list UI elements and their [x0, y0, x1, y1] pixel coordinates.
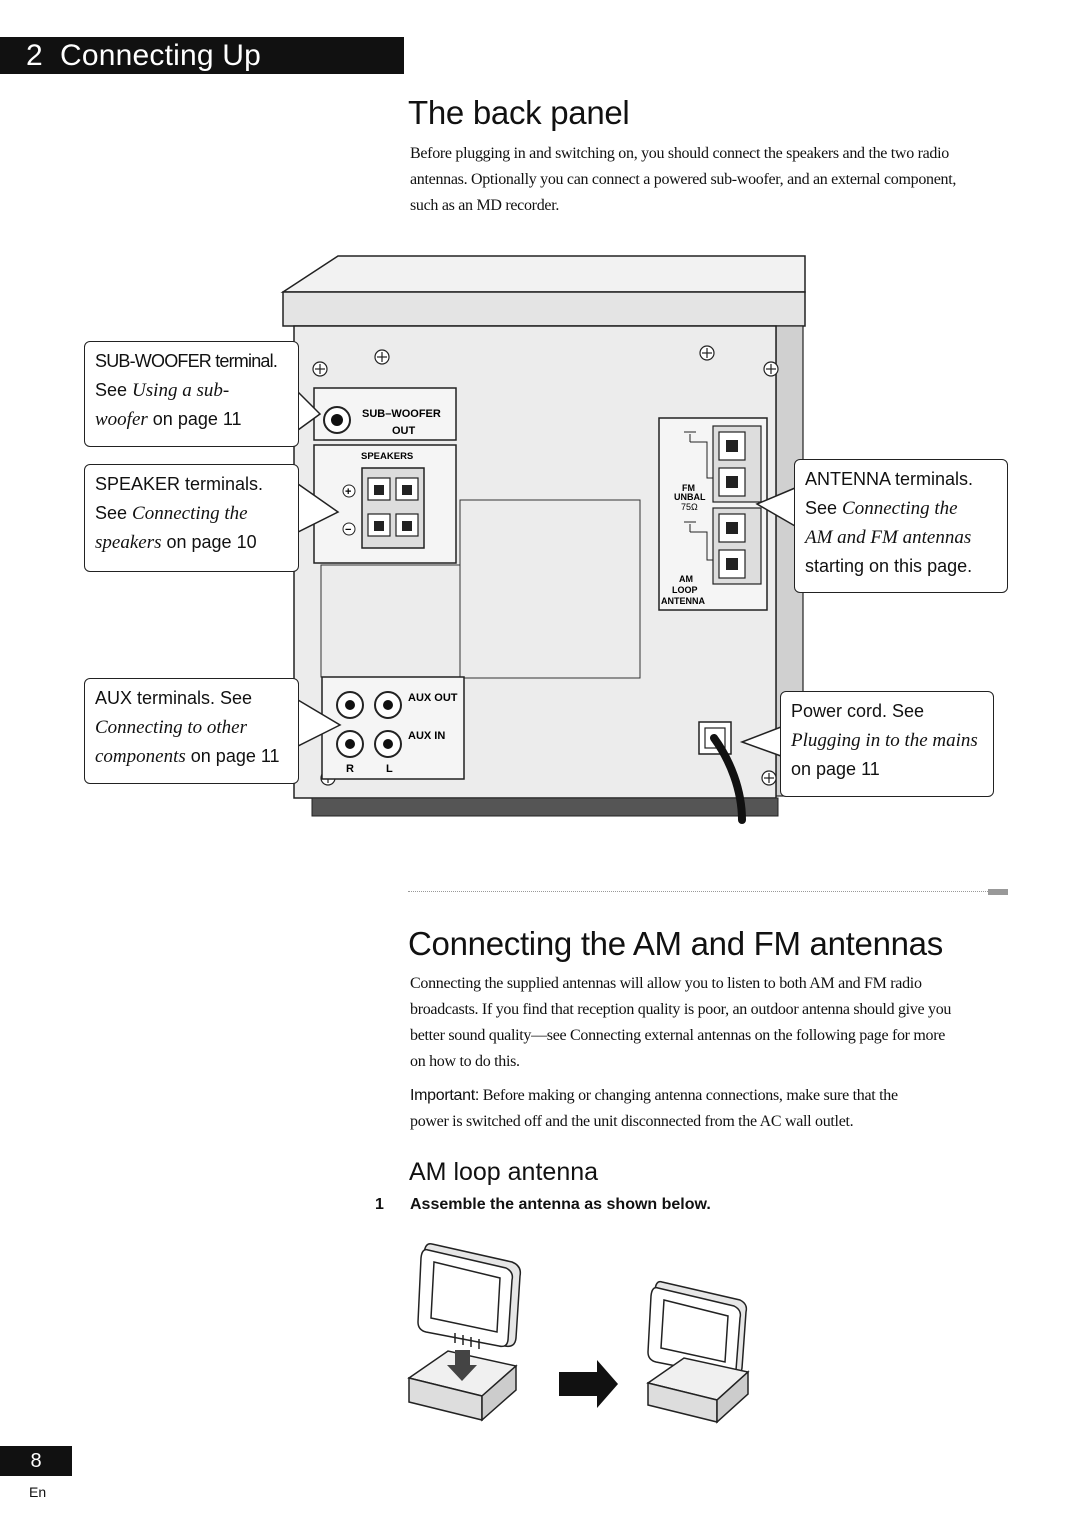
am-loop-illustration	[407, 1242, 750, 1424]
loop-frame-inner	[430, 1261, 501, 1333]
callout-heading: ANTENNA terminals.	[805, 469, 974, 489]
subwoofer-callout: SUB-WOOFER terminal. See Using a sub- wo…	[84, 341, 299, 447]
callout-see: See	[95, 380, 128, 400]
subwoofer-label-2: OUT	[392, 425, 416, 437]
loop-label: LOOP	[672, 585, 698, 595]
callout-ref: AM and FM antennas	[805, 527, 972, 548]
intro-line: such as an MD recorder.	[410, 197, 560, 214]
para-line: on how to do this.	[410, 1053, 520, 1070]
important-label: Important:	[410, 1087, 480, 1104]
assembled-frame-inner	[660, 1299, 729, 1363]
aux-callout: AUX terminals. See Connecting to other c…	[84, 678, 299, 784]
blank-plate-inner	[459, 499, 641, 679]
plus-label: +	[345, 486, 351, 498]
antenna-tabs	[454, 1333, 480, 1349]
step-number: 1	[375, 1196, 384, 1213]
subwoofer-jack-core	[331, 414, 343, 426]
power-cord	[710, 734, 746, 824]
callout-ref: Connecting the	[842, 498, 958, 519]
callout-see: See	[95, 503, 128, 523]
callout-see: See	[805, 498, 838, 518]
aux-l-label: L	[386, 763, 393, 775]
stand-side	[481, 1364, 517, 1422]
callout-heading: SPEAKER terminals.	[95, 474, 264, 494]
aux-in-label: AUX IN	[408, 730, 445, 742]
callout-ref: Connecting the	[132, 503, 248, 524]
callout-ref: components	[95, 746, 186, 767]
am-label: AM	[679, 574, 693, 584]
power-socket-icon	[698, 721, 732, 755]
important-text: Before making or changing antenna connec…	[482, 1087, 898, 1104]
antenna-callout: ANTENNA terminals. See Connecting the AM…	[794, 459, 1008, 593]
callout-ref: speakers	[95, 532, 162, 553]
callout-ref: Plugging in to the mains	[791, 730, 978, 751]
callout-page: on page 11	[791, 759, 880, 779]
para-line: better sound quality—see Connecting exte…	[410, 1027, 946, 1044]
callout-page: starting on this page.	[805, 556, 973, 576]
language-code: En	[29, 1484, 47, 1500]
section-number: 2	[26, 39, 43, 72]
aux-r-label: R	[346, 763, 354, 775]
important-note: Important: Before making or changing ant…	[410, 1083, 1050, 1135]
para-line: broadcasts. If you find that reception q…	[410, 1001, 952, 1018]
aux-out-label: AUX OUT	[408, 692, 458, 704]
callout-ref: woofer	[95, 409, 148, 430]
ohm-label: 75Ω	[681, 502, 698, 512]
page-number: 8	[0, 1446, 72, 1476]
minus-label: −	[345, 524, 351, 536]
important-text: power is switched off and the unit disco…	[410, 1113, 854, 1130]
section-header: 2 Connecting Up	[0, 37, 404, 74]
section-divider-end	[988, 889, 1008, 895]
callout-page: on page 11	[152, 409, 242, 429]
fm-label: FM	[682, 483, 695, 493]
am-loop-title: AM loop antenna	[409, 1158, 599, 1186]
section-title: Connecting Up	[59, 39, 262, 72]
unit-base	[311, 797, 779, 817]
intro-line: Before plugging in and switching on, you…	[410, 145, 949, 162]
minus-icon	[342, 522, 356, 536]
callout-heading: AUX terminals. See	[95, 688, 253, 708]
callout-page: on page 11	[190, 746, 280, 766]
insert-arrow-icon	[447, 1350, 477, 1381]
speaker-callout: SPEAKER terminals. See Connecting the sp…	[84, 464, 299, 572]
back-panel-title: The back panel	[408, 94, 630, 131]
unit-top-edge	[282, 291, 806, 327]
power-callout: Power cord. See Plugging in to the mains…	[780, 691, 994, 797]
antenna-label: ANTENNA	[661, 596, 705, 606]
section-divider	[408, 891, 1006, 896]
antennas-title: Connecting the AM and FM antennas	[408, 925, 943, 962]
unbal-label: UNBAL	[674, 492, 706, 502]
subwoofer-label-1: SUB–WOOFER	[362, 408, 441, 420]
back-panel-diagram: SUB–WOOFER OUT SPEAKERS + − FM UNBAL 75Ω	[280, 255, 806, 824]
plus-icon	[342, 484, 356, 498]
speakers-label: SPEAKERS	[361, 451, 413, 462]
assembled-stand-side	[716, 1370, 749, 1424]
step-text: Assemble the antenna as shown below.	[410, 1196, 711, 1213]
callout-heading: SUB-WOOFER terminal.	[95, 351, 278, 371]
next-step-arrow-icon	[559, 1360, 618, 1408]
intro-line: antennas. Optionally you can connect a p…	[410, 171, 957, 188]
para-line: Connecting the supplied antennas will al…	[410, 975, 922, 992]
antennas-paragraph: Connecting the supplied antennas will al…	[410, 971, 1050, 1075]
unit-top-lid	[280, 255, 806, 293]
callout-page: on page 10	[166, 532, 257, 552]
callout-ref: Connecting to other	[95, 717, 247, 738]
callout-ref: Using a sub-	[132, 380, 230, 401]
callout-heading: Power cord. See	[791, 701, 925, 721]
back-panel-intro: Before plugging in and switching on, you…	[410, 141, 1050, 219]
